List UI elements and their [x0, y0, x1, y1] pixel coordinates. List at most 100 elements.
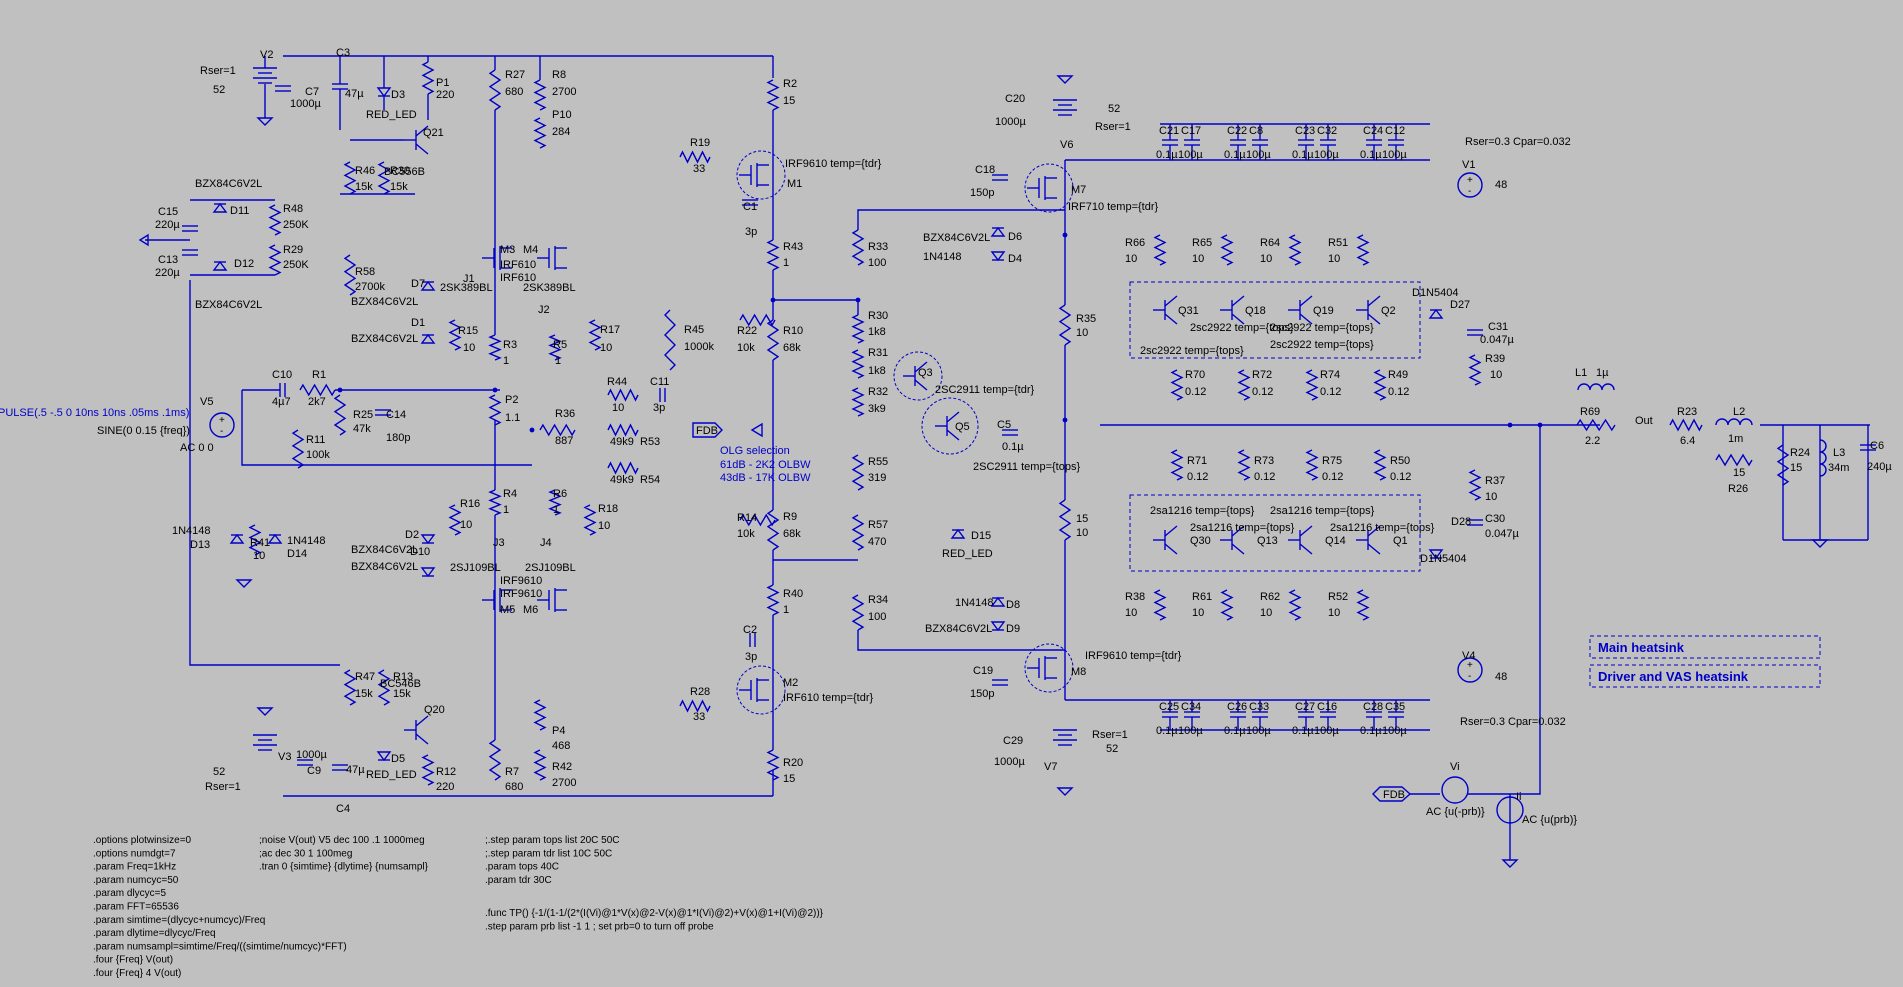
- label-Qn-val: 2sc2922 temp={tops}: [1270, 339, 1374, 351]
- label-R36: R36: [555, 408, 575, 420]
- label-R1-val: 2k7: [308, 396, 326, 408]
- label-R44-val: 10: [612, 402, 624, 414]
- label-R11: R11: [306, 434, 325, 446]
- q3-package: [893, 351, 943, 401]
- directive-right-3: .param tdr 30C: [485, 875, 552, 886]
- label-R14-val: 10k: [737, 528, 755, 540]
- label-R12-val: 220: [436, 781, 454, 793]
- directive-left-4: .param dlycyc=5: [93, 888, 167, 899]
- r-emit-bot-0: [1170, 449, 1184, 481]
- label-C6: C6: [1870, 440, 1884, 452]
- label-R24-val: 15: [1790, 462, 1802, 474]
- label-D28: D28: [1451, 516, 1471, 528]
- label-R38: R38: [1125, 591, 1145, 603]
- r-base-bot-3: [1356, 589, 1370, 621]
- r37: [1468, 469, 1482, 501]
- label-C6-val: 240µ: [1867, 461, 1892, 473]
- label-C30-val: 0.047µ: [1485, 528, 1520, 540]
- c6: [1860, 444, 1876, 451]
- label-cap01: 0.1µ: [1224, 725, 1246, 737]
- label-R45: R45: [684, 324, 704, 336]
- label-C11: C11: [650, 376, 669, 388]
- label-R012: 0.12: [1388, 386, 1409, 398]
- label-V4: V4: [1462, 650, 1475, 662]
- label-R72: R72: [1252, 369, 1272, 381]
- label-Qn-val: 2sc2922 temp={tops}: [1270, 322, 1374, 334]
- label-cap100: 100µ: [1246, 725, 1271, 737]
- r57: [851, 514, 865, 551]
- gnd-arrow: [750, 422, 763, 438]
- label-R5: R5: [553, 339, 567, 351]
- m7: [1024, 163, 1074, 213]
- label-V3: V3: [278, 751, 291, 763]
- m3: [482, 246, 512, 270]
- label-C15-val: 220µ: [155, 219, 180, 231]
- cap-top-C22: [1230, 139, 1246, 146]
- label-M2-val: IRF610 temp={tdr}: [783, 692, 874, 704]
- label-D8-val: 1N4148: [955, 597, 994, 609]
- label-R31-val: 1k8: [868, 365, 886, 377]
- label-R22: R22: [737, 325, 757, 337]
- label-R8: R8: [552, 69, 566, 81]
- label-D13: D13: [190, 539, 210, 551]
- label-R46: R46: [355, 165, 375, 177]
- label-R50: R50: [1390, 455, 1410, 467]
- label-C29-val: 1000µ: [994, 756, 1025, 768]
- label-R17-val: 10: [600, 342, 612, 354]
- label-R1: R1: [312, 369, 326, 381]
- label-M7-val: IRF710 temp={tdr}: [1068, 201, 1159, 213]
- r44: [607, 388, 639, 402]
- symbols: +-+-+-: [138, 61, 1876, 868]
- label-R10v: 10: [1260, 607, 1272, 619]
- label-cap01: 0.1µ: [1360, 725, 1382, 737]
- label-R012: 0.12: [1185, 386, 1206, 398]
- label-R26: R26: [1728, 483, 1748, 495]
- m4: [537, 246, 567, 270]
- label-R46-val: 15k: [355, 181, 373, 193]
- label-R7: R7: [505, 766, 519, 778]
- ground-symbol: [256, 117, 274, 126]
- label-Q19: Q19: [1313, 305, 1334, 317]
- label-C31: C31: [1488, 321, 1508, 333]
- label-R4: R4: [503, 488, 517, 500]
- c10: [279, 383, 286, 397]
- label-R15: R15: [458, 325, 478, 337]
- r11: [291, 429, 305, 469]
- label-C12: C12: [1385, 125, 1405, 137]
- label-olg-2: 43dB - 17K OLBW: [720, 472, 811, 484]
- label-M1: M1: [787, 178, 802, 190]
- label-C19: C19: [973, 665, 993, 677]
- label-Ii: Ii: [1516, 791, 1522, 803]
- label-R45-val: 1000k: [684, 341, 714, 353]
- label-C3: C3: [336, 47, 350, 59]
- label-C21: C21: [1159, 125, 1179, 137]
- label-R48-val: 250K: [283, 219, 309, 231]
- label-R012: 0.12: [1322, 471, 1343, 483]
- label-C2: C2: [743, 624, 757, 636]
- label-R16: R16: [460, 498, 480, 510]
- label-M6: M6: [523, 604, 538, 616]
- r16: [448, 504, 462, 536]
- label-D3-val: RED_LED: [366, 109, 417, 121]
- label-R53: R53: [640, 436, 660, 448]
- directive-right-0: ;.step param tops list 20C 50C: [485, 835, 620, 846]
- r43: [766, 239, 780, 271]
- d2: [420, 534, 436, 545]
- r2: [766, 79, 780, 111]
- d8: [990, 596, 1006, 607]
- r47: [343, 669, 357, 706]
- directive-left-9: .four {Freq} V(out): [93, 955, 173, 966]
- r-emit-bot-3: [1373, 449, 1387, 481]
- r22: [739, 313, 776, 327]
- directive-func-1: .step param prb list -1 1 ; set prb=0 to…: [485, 921, 714, 932]
- r-emit-top-2: [1305, 369, 1319, 401]
- d13: [229, 533, 245, 544]
- label-D5-val: RED_LED: [366, 769, 417, 781]
- ground-symbol: [256, 707, 274, 716]
- r54: [607, 461, 639, 475]
- label-J2: J2: [538, 304, 550, 316]
- r30: [851, 314, 865, 344]
- label-R70: R70: [1185, 369, 1205, 381]
- label-D28-val: D1N5404: [1420, 553, 1466, 565]
- label-R10-val: 68k: [783, 342, 801, 354]
